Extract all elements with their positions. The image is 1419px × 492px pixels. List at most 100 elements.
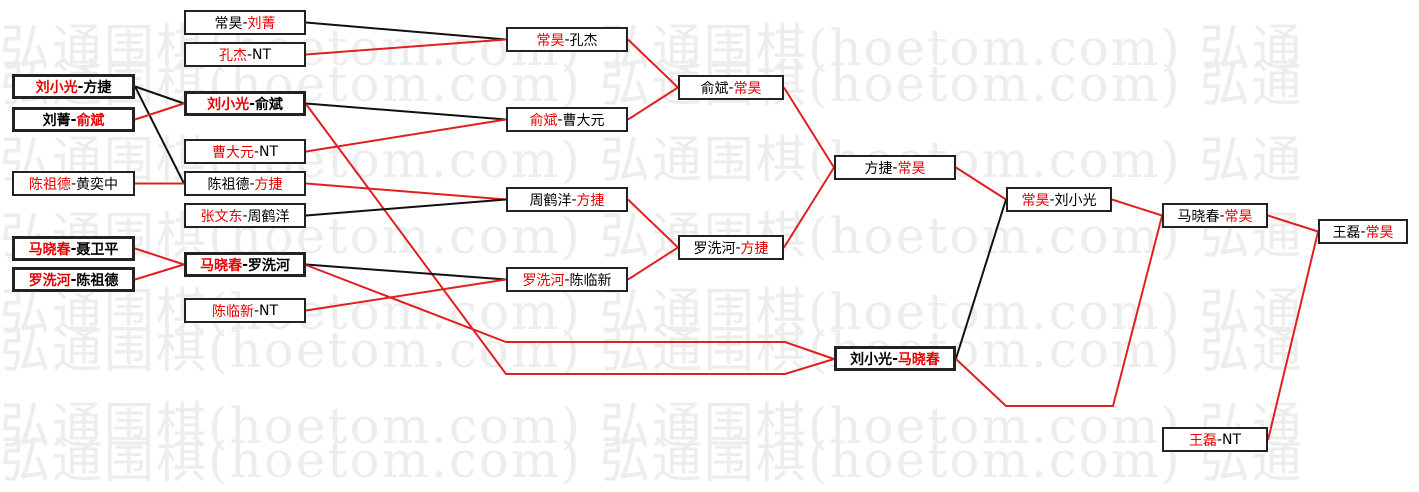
connector-r2d-r3b bbox=[627, 246, 679, 281]
connector-r4b-r5a bbox=[955, 199, 1007, 359]
player-1-name: 罗洗河 bbox=[693, 240, 736, 257]
versus-dash: - bbox=[728, 79, 734, 96]
match-node-r1d: 曹大元-NT bbox=[184, 139, 306, 164]
player-1-name: 俞斌 bbox=[700, 80, 729, 97]
versus-dash: - bbox=[557, 111, 563, 128]
versus-dash: - bbox=[70, 240, 77, 257]
player-2-name: NT bbox=[252, 46, 272, 63]
player-1-name: 罗洗河 bbox=[522, 272, 565, 289]
versus-dash: - bbox=[1360, 223, 1366, 240]
connector-r0d-r1g bbox=[134, 247, 185, 266]
match-node-r1f: 张文东-周鹤洋 bbox=[184, 203, 306, 228]
match-node-r1e: 陈祖德-方捷 bbox=[184, 171, 306, 196]
player-1-name: 王磊 bbox=[1332, 224, 1361, 241]
player-2-name: 方捷 bbox=[254, 176, 283, 193]
versus-dash: - bbox=[242, 14, 248, 31]
versus-dash: - bbox=[242, 256, 248, 273]
player-1-name: 马晓春 bbox=[28, 241, 71, 258]
match-node-r7a: 王磊-常昊 bbox=[1318, 219, 1408, 244]
versus-dash: - bbox=[564, 271, 570, 288]
connector-r1d-r2b bbox=[305, 118, 507, 153]
versus-dash: - bbox=[242, 207, 248, 224]
player-2-name: 刘小光 bbox=[1054, 192, 1097, 209]
player-2-name: 马晓春 bbox=[897, 351, 940, 368]
connector-r2b-r3a bbox=[627, 86, 679, 121]
match-node-r1b: 孔杰-NT bbox=[184, 42, 306, 67]
connector-r1f-r2c bbox=[305, 198, 507, 217]
connector-r2a-r3a bbox=[627, 38, 679, 89]
match-node-r1h: 陈临新-NT bbox=[184, 298, 306, 323]
player-2-name: 方捷 bbox=[576, 192, 605, 209]
match-node-r1c: 刘小光-俞斌 bbox=[184, 91, 306, 116]
versus-dash: - bbox=[892, 159, 898, 176]
player-1-name: 方捷 bbox=[864, 160, 893, 177]
player-2-name: 方捷 bbox=[83, 79, 112, 96]
connector-r3a-r4a bbox=[783, 86, 835, 169]
match-node-r0b: 刘菁-俞斌 bbox=[12, 107, 135, 132]
player-1-name: 常昊 bbox=[1021, 192, 1050, 209]
player-1-name: 周鹤洋 bbox=[529, 192, 572, 209]
match-node-r0c: 陈祖德-黄奕中 bbox=[12, 171, 135, 196]
versus-dash: - bbox=[253, 302, 260, 319]
match-node-r4a: 方捷-常昊 bbox=[834, 155, 956, 180]
match-node-r3a: 俞斌-常昊 bbox=[678, 75, 784, 100]
connector-r6a-r7a bbox=[1267, 214, 1319, 233]
player-1-name: 陈祖德 bbox=[28, 176, 71, 193]
versus-dash: - bbox=[735, 239, 741, 256]
match-node-r6a: 马晓春-常昊 bbox=[1162, 203, 1268, 228]
connector-r0a-r1c bbox=[134, 85, 185, 105]
versus-dash: - bbox=[1216, 431, 1223, 448]
connector-r1c-r2b bbox=[305, 102, 507, 121]
match-node-r2c: 周鹤洋-方捷 bbox=[506, 187, 628, 212]
connector-r3b-r4a bbox=[783, 166, 835, 249]
player-2-name: 罗洗河 bbox=[247, 257, 290, 274]
connector-r1b-r2a bbox=[305, 38, 507, 56]
player-2-name: 常昊 bbox=[1365, 224, 1394, 241]
player-1-name: 马晓春 bbox=[200, 257, 243, 274]
player-2-name: 俞斌 bbox=[76, 112, 105, 129]
match-node-r0e: 罗洗河-陈祖德 bbox=[12, 267, 135, 292]
connector-r1c-r4b bbox=[305, 103, 835, 375]
connector-r5a-r6a bbox=[1111, 198, 1163, 217]
match-node-r0a: 刘小光-方捷 bbox=[12, 74, 135, 99]
player-2-name: 陈临新 bbox=[569, 272, 612, 289]
connector-r6b-r7a bbox=[1267, 231, 1319, 441]
connector-layer bbox=[134, 21, 1319, 441]
player-2-name: 曹大元 bbox=[562, 112, 605, 129]
player-1-name: 常昊 bbox=[536, 32, 565, 49]
connector-r0a-r1e bbox=[134, 86, 185, 184]
match-node-r4b: 刘小光-马晓春 bbox=[834, 346, 956, 371]
player-1-name: 孔杰 bbox=[218, 47, 247, 64]
player-1-name: 罗洗河 bbox=[28, 272, 71, 289]
match-node-r2b: 俞斌-曹大元 bbox=[506, 107, 628, 132]
player-1-name: 常昊 bbox=[214, 15, 243, 32]
bracket-canvas: 弘通围棋(hoetom.com) 弘通围棋(hoetom.com) 弘通弘通围棋… bbox=[0, 10, 1408, 489]
player-1-name: 陈临新 bbox=[211, 303, 254, 320]
versus-dash: - bbox=[70, 271, 77, 288]
player-2-name: NT bbox=[1222, 431, 1242, 448]
connector-r1e-r2c bbox=[305, 182, 507, 201]
connector-r1h-r2d bbox=[305, 278, 507, 312]
player-1-name: 张文东 bbox=[200, 208, 243, 225]
player-1-name: 刘小光 bbox=[850, 351, 893, 368]
versus-dash: - bbox=[1219, 207, 1225, 224]
versus-dash: - bbox=[246, 46, 253, 63]
connector-r2c-r3b bbox=[627, 198, 679, 249]
versus-dash: - bbox=[571, 191, 577, 208]
connector-r1a-r2a bbox=[305, 21, 507, 41]
versus-dash: - bbox=[77, 78, 84, 95]
connector-r0b-r1c bbox=[134, 102, 185, 121]
player-2-name: 黄奕中 bbox=[76, 176, 119, 193]
match-node-r2a: 常昊-孔杰 bbox=[506, 27, 628, 52]
match-node-r3b: 罗洗河-方捷 bbox=[678, 235, 784, 260]
versus-dash: - bbox=[564, 31, 570, 48]
player-1-name: 刘小光 bbox=[35, 79, 78, 96]
versus-dash: - bbox=[249, 95, 255, 112]
versus-dash: - bbox=[253, 143, 260, 160]
versus-dash: - bbox=[1049, 191, 1055, 208]
player-1-name: 刘菁 bbox=[42, 112, 71, 129]
match-node-r0d: 马晓春-聂卫平 bbox=[12, 236, 135, 261]
connector-r1g-r2d bbox=[305, 263, 507, 281]
versus-dash: - bbox=[892, 350, 898, 367]
player-2-name: 孔杰 bbox=[569, 32, 598, 49]
